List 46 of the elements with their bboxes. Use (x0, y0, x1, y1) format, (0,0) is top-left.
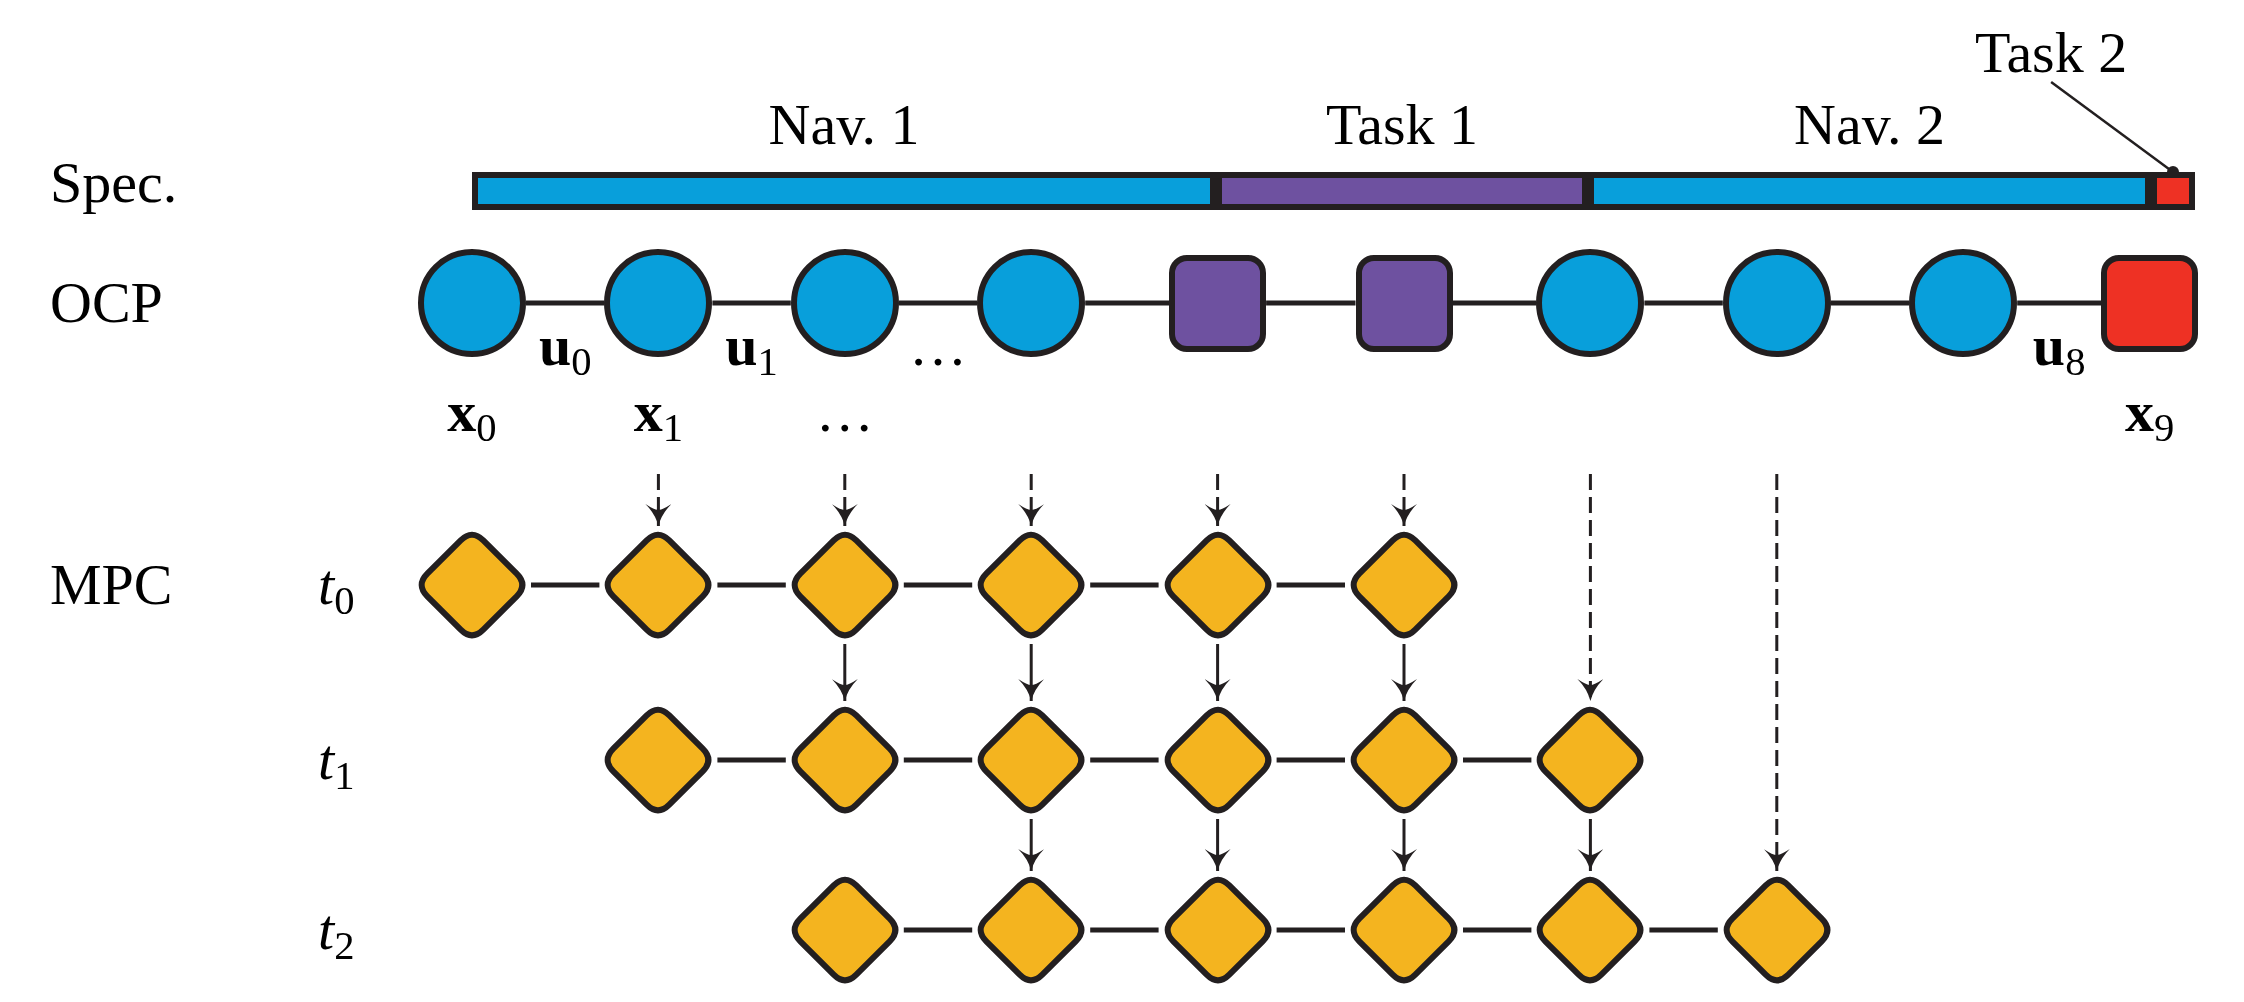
square-node (1355, 254, 1453, 352)
connector-line (717, 582, 786, 588)
edge-label: u$_{0}$ (538, 317, 592, 375)
square-node (2101, 254, 2199, 352)
connector-line (898, 300, 978, 306)
connector-line (1090, 757, 1159, 763)
connector-line (1090, 582, 1159, 588)
connector-line (903, 582, 973, 588)
square-node (1169, 254, 1267, 352)
connector-line (712, 300, 791, 306)
callout-label: Task 2 (1975, 24, 2128, 82)
connector-line (1649, 927, 1718, 933)
connector-line (1463, 927, 1532, 933)
segment-label: Nav. 2 (1794, 96, 1945, 154)
state-label: x$_{0}$ (447, 383, 497, 441)
connector-line (531, 582, 600, 588)
connector-line (1276, 757, 1345, 763)
connector-line (1085, 300, 1170, 306)
state-label: x$_{1}$ (633, 383, 684, 441)
edge-label: u$_{1}$ (725, 317, 778, 375)
connector-line (1452, 300, 1537, 306)
connector-line (526, 300, 605, 306)
segment-label: Task 1 (1325, 96, 1479, 154)
connector-line (1830, 300, 1910, 306)
connector-line (1463, 757, 1532, 763)
state-label: … (815, 383, 874, 441)
timeline-segment (2151, 172, 2195, 210)
row-label: Spec. (50, 154, 178, 212)
row-label: t$_{0}$ (318, 556, 355, 614)
connector-line (1090, 927, 1159, 933)
state-label: x$_{9}$ (2124, 383, 2175, 441)
connector-line (903, 927, 973, 933)
connector-line (1276, 582, 1345, 588)
row-label: OCP (50, 274, 163, 332)
connector-line (903, 757, 973, 763)
connector-line (717, 757, 786, 763)
segment-label: Nav. 1 (768, 96, 920, 154)
row-label: MPC (50, 556, 173, 614)
edge-label: … (909, 317, 967, 375)
row-label: t$_{1}$ (318, 731, 355, 789)
edge-label: u$_{8}$ (2032, 317, 2086, 375)
connector-line (1644, 300, 1723, 306)
row-label: t$_{2}$ (318, 901, 355, 959)
connector-line (1266, 300, 1356, 306)
connector-line (1276, 927, 1345, 933)
connector-line (2017, 300, 2102, 306)
